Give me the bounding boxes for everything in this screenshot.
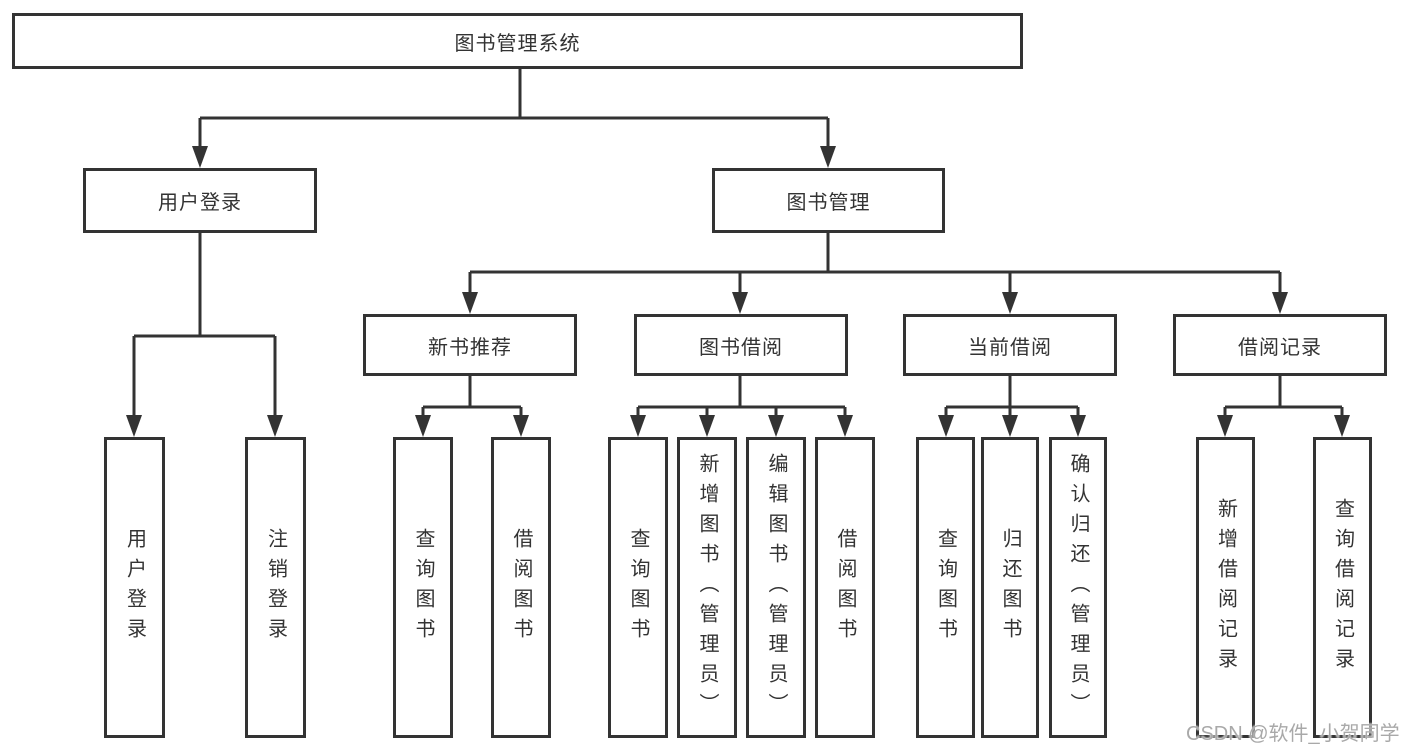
node-leaf-query-books-borrowing-label: 查询图书 (627, 527, 649, 648)
node-leaf-edit-books-admin-label: 编辑图书（管理员） (765, 452, 787, 723)
node-current-borrowing-label: 当前借阅 (968, 336, 1052, 359)
node-leaf-confirm-return-admin: 确认归还（管理员） (1049, 437, 1107, 738)
node-book-management-label: 图书管理 (786, 192, 871, 214)
node-user-login-label: 用户登录 (158, 192, 242, 214)
node-leaf-query-books-borrowing: 查询图书 (608, 437, 668, 738)
node-new-book-recommend-label: 新书推荐 (428, 336, 512, 359)
node-leaf-query-books-current-label: 查询图书 (934, 527, 957, 648)
node-leaf-query-borrow-record-label: 查询借阅记录 (1331, 497, 1354, 678)
node-leaf-user-login: 用户登录 (104, 437, 165, 738)
node-leaf-borrow-books-recommend-label: 借阅图书 (510, 527, 532, 648)
node-user-login: 用户登录 (83, 168, 317, 233)
node-book-borrowing-label: 图书借阅 (699, 336, 783, 359)
node-leaf-borrow-books-recommend: 借阅图书 (491, 437, 551, 738)
node-leaf-return-books: 归还图书 (981, 437, 1039, 738)
node-leaf-add-borrow-record: 新增借阅记录 (1196, 437, 1255, 738)
node-leaf-query-borrow-record: 查询借阅记录 (1313, 437, 1372, 738)
node-leaf-logout-label: 注销登录 (264, 527, 287, 648)
node-leaf-user-login-label: 用户登录 (123, 527, 146, 648)
node-leaf-return-books-label: 归还图书 (999, 527, 1021, 648)
node-current-borrowing: 当前借阅 (903, 314, 1117, 376)
node-root-library-management-system: 图书管理系统 (12, 13, 1023, 69)
node-leaf-logout: 注销登录 (245, 437, 306, 738)
node-borrowing-records-label: 借阅记录 (1238, 336, 1322, 359)
node-leaf-confirm-return-admin-label: 确认归还（管理员） (1067, 452, 1089, 723)
node-leaf-add-borrow-record-label: 新增借阅记录 (1214, 497, 1237, 678)
node-root-label: 图书管理系统 (454, 32, 581, 55)
node-new-book-recommend: 新书推荐 (363, 314, 577, 376)
node-leaf-add-books-admin-label: 新增图书（管理员） (696, 452, 718, 723)
node-leaf-query-books-current: 查询图书 (916, 437, 975, 738)
node-leaf-query-books-recommend-label: 查询图书 (412, 527, 434, 648)
node-book-borrowing: 图书借阅 (634, 314, 848, 376)
node-book-management: 图书管理 (712, 168, 945, 233)
node-leaf-borrow-books-borrowing: 借阅图书 (815, 437, 875, 738)
node-leaf-edit-books-admin: 编辑图书（管理员） (746, 437, 806, 738)
node-leaf-add-books-admin: 新增图书（管理员） (677, 437, 737, 738)
node-borrowing-records: 借阅记录 (1173, 314, 1387, 376)
node-leaf-borrow-books-borrowing-label: 借阅图书 (834, 527, 856, 648)
node-leaf-query-books-recommend: 查询图书 (393, 437, 453, 738)
csdn-watermark: CSDN @软件_小贺同学 (1186, 723, 1400, 745)
